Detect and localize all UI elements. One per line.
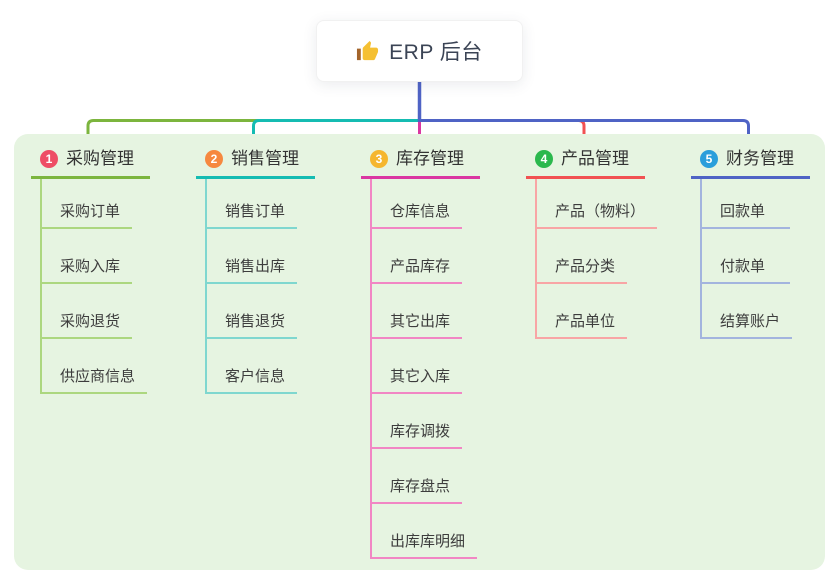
child-topic[interactable]: 采购入库 [42,229,133,284]
branch-number-badge: 1 [40,150,58,168]
child-topic[interactable]: 付款单 [702,229,790,284]
child-topic-label: 产品库存 [390,258,451,275]
child-topic-label: 产品（物料） [555,203,646,220]
child-topic-label: 供应商信息 [60,368,136,385]
branch-heading[interactable]: 4 产品管理 [526,147,645,179]
child-topic[interactable]: 仓库信息 [372,179,463,229]
child-topic[interactable]: 客户信息 [207,339,298,394]
child-topic[interactable]: 产品分类 [537,229,628,284]
branch-label: 产品管理 [561,149,629,168]
branch-heading[interactable]: 5 财务管理 [691,147,810,179]
child-topic-label: 回款单 [720,203,766,220]
child-topic-label: 销售出库 [225,258,286,275]
child-topic[interactable]: 采购退货 [42,284,133,339]
branch-label: 采购管理 [66,149,134,168]
branch-column: 2 销售管理 销售订单销售出库销售退货客户信息 [196,134,361,394]
branch-heading[interactable]: 1 采购管理 [31,147,150,179]
child-topic[interactable]: 出库库明细 [372,504,478,559]
branch-children: 产品（物料） 产品分类产品单位 [535,179,658,339]
branch-children: 回款单付款单结算账户 [700,179,793,339]
child-topic-label: 库存盘点 [390,478,451,495]
child-topic-label: 采购入库 [60,258,121,275]
child-topic-label: 仓库信息 [390,203,451,220]
child-topic-label: 其它入库 [390,368,451,385]
child-topic[interactable]: 供应商信息 [42,339,148,394]
child-topic-label: 其它出库 [390,313,451,330]
child-topic[interactable]: 其它入库 [372,339,463,394]
branch-number-badge: 2 [205,150,223,168]
child-topic[interactable]: 产品库存 [372,229,463,284]
child-topic-label: 出库库明细 [390,533,466,550]
branch-children: 仓库信息产品库存其它出库其它入库库存调拨库存盘点出库库明细 [370,179,478,559]
child-topic[interactable]: 库存调拨 [372,394,463,449]
branch-number-badge: 5 [700,150,718,168]
mindmap-panel: 1 采购管理 采购订单采购入库采购退货供应商信息 2 销售管理 销售订单销售出库… [14,134,825,570]
child-topic-label: 付款单 [720,258,766,275]
branch-heading[interactable]: 3 库存管理 [361,147,480,179]
branch-heading[interactable]: 2 销售管理 [196,147,315,179]
branch-children: 采购订单采购入库采购退货供应商信息 [40,179,148,394]
root-node[interactable]: ERP 后台 [316,20,523,82]
child-topic[interactable]: 库存盘点 [372,449,463,504]
child-topic[interactable]: 其它出库 [372,284,463,339]
branch-column: 1 采购管理 采购订单采购入库采购退货供应商信息 [31,134,196,394]
branch-label: 财务管理 [726,149,794,168]
branch-column: 5 财务管理 回款单付款单结算账户 [691,134,839,339]
child-topic-label: 结算账户 [720,313,781,330]
child-topic-label: 产品单位 [555,313,616,330]
branch-column: 4 产品管理 产品（物料） 产品分类产品单位 [526,134,691,339]
child-topic[interactable]: 销售出库 [207,229,298,284]
child-topic-label: 销售退货 [225,313,286,330]
child-topic-label: 客户信息 [225,368,286,385]
child-topic-label: 采购订单 [60,203,121,220]
child-topic[interactable]: 销售退货 [207,284,298,339]
thumbs-up-icon [357,40,379,60]
child-topic[interactable]: 产品单位 [537,284,628,339]
child-topic-label: 销售订单 [225,203,286,220]
branch-label: 销售管理 [231,149,299,168]
branch-number-badge: 4 [535,150,553,168]
child-topic[interactable]: 结算账户 [702,284,793,339]
child-topic[interactable]: 产品（物料） [537,179,658,229]
branch-children: 销售订单销售出库销售退货客户信息 [205,179,298,394]
child-topic[interactable]: 销售订单 [207,179,298,229]
branch-number-badge: 3 [370,150,388,168]
branch-label: 库存管理 [396,149,464,168]
child-topic-label: 库存调拨 [390,423,451,440]
branch-column: 3 库存管理 仓库信息产品库存其它出库其它入库库存调拨库存盘点出库库明细 [361,134,526,559]
child-topic-label: 产品分类 [555,258,616,275]
child-topic-label: 采购退货 [60,313,121,330]
root-node-label: ERP 后台 [389,41,483,64]
child-topic[interactable]: 回款单 [702,179,790,229]
child-topic[interactable]: 采购订单 [42,179,133,229]
